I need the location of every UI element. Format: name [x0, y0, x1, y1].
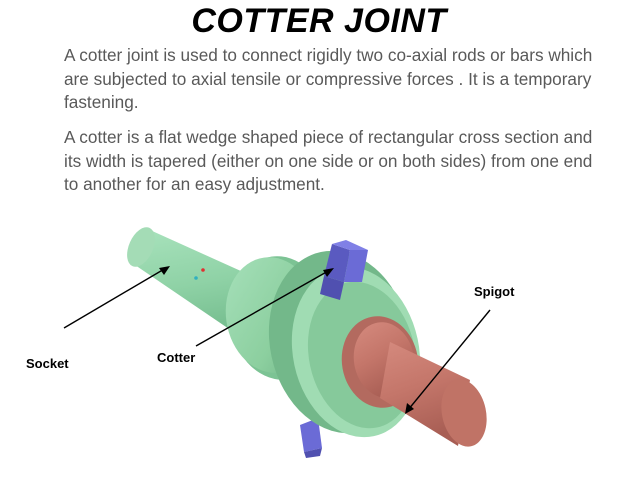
label-cotter: Cotter	[157, 350, 196, 365]
paragraph-definition: A cotter joint is used to connect rigidl…	[64, 45, 593, 112]
arrow-socket	[63, 266, 170, 329]
arrow-cotter	[195, 268, 334, 347]
paragraph-cotter-description: A cotter is a flat wedge shaped piece of…	[64, 127, 593, 194]
label-socket: Socket	[26, 356, 69, 371]
cotter-lower	[300, 418, 322, 458]
spigot	[341, 316, 487, 447]
slide-title: COTTER JOINT	[191, 2, 447, 40]
label-spigot: Spigot	[474, 284, 515, 299]
arrow-spigot	[405, 309, 491, 414]
